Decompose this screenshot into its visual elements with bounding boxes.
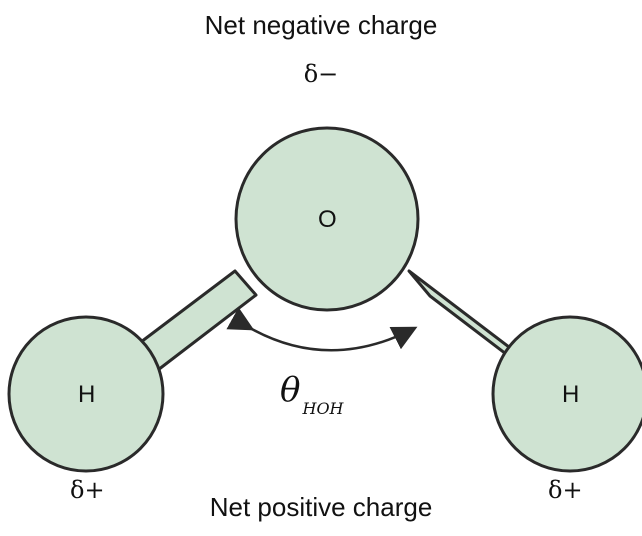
- net-negative-charge-label: Net negative charge: [204, 10, 438, 40]
- partial-negative-charge-symbol: δ−: [303, 60, 339, 88]
- hydrogen-atom-left: [7, 315, 165, 473]
- right-partial-positive-charge-symbol: δ+: [548, 476, 583, 504]
- theta-subscript: HOH: [302, 399, 344, 418]
- hydrogen-atom-right: [491, 315, 642, 473]
- net-positive-charge-label: Net positive charge: [209, 492, 433, 522]
- theta-symbol: θ: [280, 370, 301, 410]
- angle-arc-arrow: [226, 307, 418, 352]
- left-hydrogen-atom-label: H: [78, 381, 96, 408]
- oxygen-atom-label: O: [318, 206, 337, 233]
- left-partial-positive-charge-symbol: δ+: [70, 476, 105, 504]
- right-hydrogen-atom-label: H: [562, 381, 580, 408]
